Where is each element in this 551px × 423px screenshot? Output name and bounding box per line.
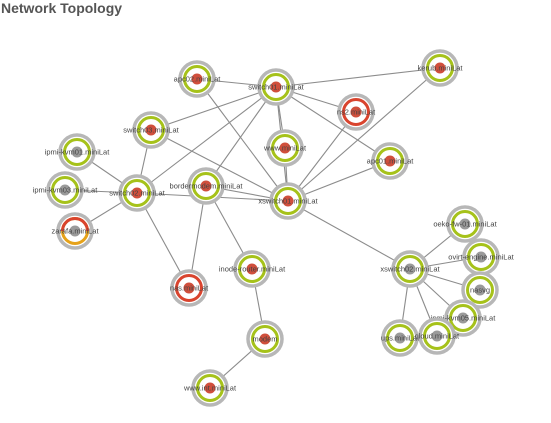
node-kerub[interactable]: kerub.miniLat — [417, 49, 463, 87]
edge-switch01-kerub — [275, 67, 441, 88]
node-label: inode-router.miniLat — [219, 265, 286, 274]
node-core-icon — [145, 124, 157, 136]
node-switch02[interactable]: switch02.miniLat — [109, 174, 166, 212]
node-core-icon — [434, 62, 446, 74]
node-label: switch03.miniLat — [123, 126, 179, 135]
node-core-icon — [475, 251, 487, 263]
node-core-icon — [71, 146, 83, 158]
node-label: switch02.miniLat — [109, 189, 165, 198]
node-core-icon — [279, 142, 291, 154]
node-core-icon — [200, 180, 212, 192]
node-ovirt-engine[interactable]: ovirt-engine.miniLat — [448, 238, 515, 276]
node-label: apc02.miniLat — [174, 75, 222, 84]
node-label: cloud.miniLat — [415, 332, 460, 341]
node-bordermodem[interactable]: bordermodem.miniLat — [170, 167, 244, 205]
node-core-icon — [246, 263, 258, 275]
node-cloud[interactable]: cloud.miniLat — [415, 317, 460, 355]
edge-xswitch01-xswitch02 — [287, 200, 411, 270]
node-label: ipmi-kvm03.miniLat — [33, 186, 99, 195]
node-core-icon — [282, 195, 294, 207]
node-label: nas.miniLat — [170, 284, 209, 293]
node-label: ipmi-kvm01.miniLat — [45, 148, 111, 157]
node-modem[interactable]: modem — [246, 320, 284, 358]
node-label: xswitch02.miniLat — [380, 265, 440, 274]
node-xswitch01[interactable]: xswitch01.miniLat — [258, 182, 319, 220]
node-switch03[interactable]: switch03.miniLat — [123, 111, 180, 149]
node-label: www.int.miniLat — [183, 384, 237, 393]
edge-kerub-xswitch01 — [287, 67, 441, 202]
node-label: kerub.miniLat — [417, 64, 463, 73]
node-core-icon — [394, 332, 406, 344]
edge-apc02-xswitch01 — [196, 78, 289, 202]
node-core-icon — [259, 333, 271, 345]
node-inode-router[interactable]: inode-router.miniLat — [219, 250, 286, 288]
node-apc01[interactable]: apc01.miniLat — [367, 142, 415, 180]
node-core-icon — [204, 382, 216, 394]
node-www[interactable]: www.miniLat — [263, 129, 307, 167]
edge-switch01-switch02 — [136, 86, 277, 194]
node-core-icon — [270, 81, 282, 93]
node-nasvg[interactable]: nasvg — [461, 271, 499, 309]
page-title: Network Topology — [1, 0, 123, 16]
node-ipmi-kvm05[interactable]: ipmi-kvm05.miniLat — [431, 299, 497, 337]
node-label: zarafa.miniLat — [51, 227, 99, 236]
node-warning-arc — [61, 217, 89, 232]
node-oeko-fw[interactable]: oeko-fw-01.miniLat — [433, 205, 498, 243]
node-label: xswitch01.miniLat — [258, 197, 318, 206]
node-core-icon — [59, 184, 71, 196]
node-core-icon — [131, 187, 143, 199]
node-label: switch01.miniLat — [248, 83, 304, 92]
node-label: modem — [252, 335, 277, 344]
nodes-layer: apc02.miniLat switch01.miniLat kerub.miniL… — [33, 49, 515, 407]
node-apc02[interactable]: apc02.miniLat — [174, 60, 222, 98]
node-switch01[interactable]: switch01.miniLat — [248, 68, 305, 106]
node-core-icon — [69, 225, 81, 237]
node-ups[interactable]: ups.miniLat — [381, 319, 420, 357]
node-label: apc01.miniLat — [367, 157, 415, 166]
edge-switch01-apc01 — [275, 86, 391, 162]
node-label: ups.miniLat — [381, 334, 420, 343]
node-label: bordermodem.miniLat — [170, 182, 244, 191]
node-core-icon — [459, 218, 471, 230]
node-nas[interactable]: nas.miniLat — [170, 269, 209, 307]
node-label: nasvg — [470, 286, 490, 295]
node-ipmi-kvm01[interactable]: ipmi-kvm01.miniLat — [45, 133, 111, 171]
node-ipmi-kvm03[interactable]: ipmi-kvm03.miniLat — [33, 171, 99, 209]
node-ns2[interactable]: ns2.miniLat — [337, 93, 376, 131]
node-label: ipmi-kvm05.miniLat — [431, 314, 497, 323]
edge-switch01-bordermodem — [205, 86, 277, 187]
node-core-icon — [404, 263, 416, 275]
node-core-icon — [474, 284, 486, 296]
node-core-icon — [183, 282, 195, 294]
node-zarafa[interactable]: zarafa.miniLat — [51, 212, 99, 250]
node-label: ovirt-engine.miniLat — [448, 253, 514, 262]
node-wwwint[interactable]: www.int.miniLat — [183, 369, 237, 407]
node-core-icon — [350, 106, 362, 118]
node-label: ns2.miniLat — [337, 108, 376, 117]
node-core-icon — [191, 73, 203, 85]
edge-switch03-xswitch01 — [150, 129, 289, 202]
edge-switch01-switch03 — [150, 86, 277, 131]
node-label: www.miniLat — [263, 144, 307, 153]
node-xswitch02[interactable]: xswitch02.miniLat — [380, 250, 441, 288]
node-core-icon — [431, 330, 443, 342]
node-label: oeko-fw-01.miniLat — [433, 220, 497, 229]
node-core-icon — [457, 312, 469, 324]
node-core-icon — [384, 155, 396, 167]
